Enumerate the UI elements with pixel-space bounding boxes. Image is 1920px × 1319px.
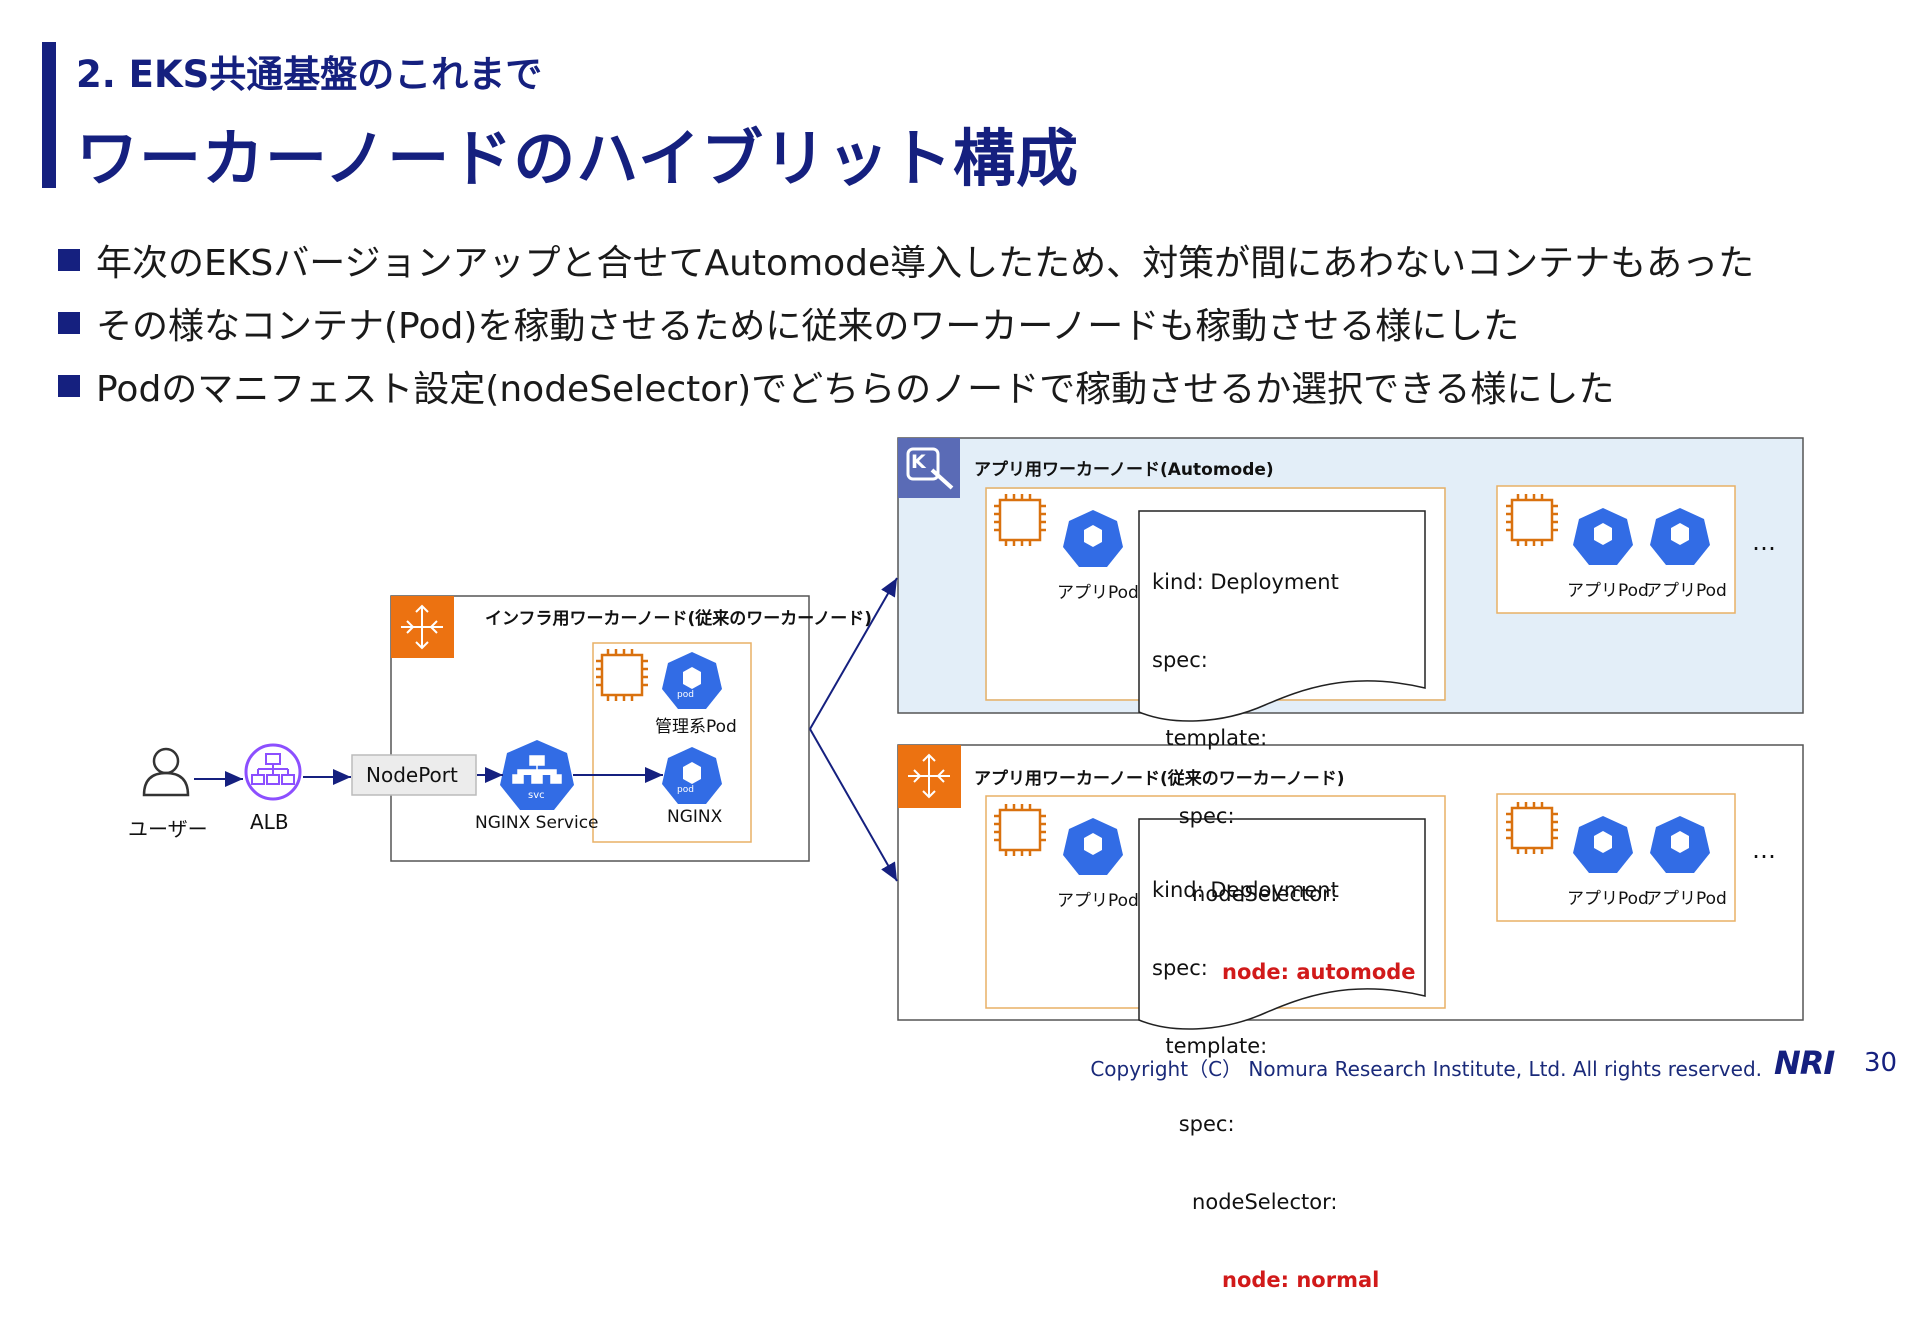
- bullet-text: 年次のEKSバージョンアップと合せてAutomode導入したため、対策が間にあわ…: [96, 243, 1755, 284]
- section-subtitle: 2. EKS共通基盤のこれまで: [76, 53, 543, 96]
- bullet-square-icon: [58, 312, 80, 334]
- infra-node-box: [390, 595, 810, 862]
- bullet-1: 年次のEKSバージョンアップと合せてAutomode導入したため、対策が間にあわ…: [58, 234, 1754, 286]
- nodeport-label: NodePort: [366, 763, 458, 787]
- chip-icon: [1506, 802, 1558, 854]
- nginx-service-icon: [500, 740, 574, 810]
- node-selector-value: node: automode: [1222, 960, 1416, 984]
- title-accent-bar: [42, 42, 56, 188]
- pod-icon-automode-1: [1063, 510, 1123, 567]
- bullet-text: その様なコンテナ(Pod)を稼動させるために従来のワーカーノードも稼動させる様に…: [96, 306, 1520, 347]
- bullet-3: Podのマニフェスト設定(nodeSelector)でどちらのノードで稼動させる…: [58, 360, 1614, 412]
- code-line: nodeSelector:: [1152, 1190, 1338, 1214]
- code-line: spec:: [1152, 956, 1208, 980]
- svc-icon-text: svc: [528, 790, 545, 801]
- node-selector-value: node: normal: [1222, 1268, 1380, 1292]
- user-icon: [142, 747, 190, 797]
- automode-app-pod-label-2: アプリPod: [1567, 581, 1649, 601]
- pod-icon-text: pod: [677, 690, 694, 700]
- automode-app-pod-label-1: アプリPod: [1057, 583, 1139, 603]
- automode-ellipsis: …: [1752, 528, 1776, 556]
- chip-icon: [994, 494, 1046, 546]
- normal-manifest-doc: [1138, 818, 1426, 1030]
- nginx-label: NGINX: [667, 807, 723, 827]
- k-icon-text: K: [911, 451, 926, 473]
- pod-icon-text: pod: [677, 785, 694, 795]
- bullet-2: その様なコンテナ(Pod)を稼動させるために従来のワーカーノードも稼動させる様に…: [58, 297, 1519, 349]
- pod-icon-nginx: [662, 747, 722, 804]
- copyright: Copyright（C） Nomura Research Institute, …: [1090, 1057, 1762, 1081]
- normal-app-pod-label-3: アプリPod: [1645, 889, 1727, 909]
- chip-icon: [1506, 494, 1558, 546]
- normal-ellipsis: …: [1752, 836, 1776, 864]
- pod-icon-normal-3: [1650, 816, 1710, 873]
- infra-node-title: インフラ用ワーカーノード(従来のワーカーノード): [485, 609, 872, 629]
- chip-icon: [994, 804, 1046, 856]
- bullet-square-icon: [58, 375, 80, 397]
- mgmt-pod-label: 管理系Pod: [655, 717, 737, 737]
- pod-icon-normal-1: [1063, 818, 1123, 875]
- automode-manifest-doc: [1138, 510, 1426, 722]
- code-line: spec:: [1152, 648, 1208, 672]
- pod-icon-automode-2: [1573, 508, 1633, 565]
- code-line: spec:: [1152, 1112, 1235, 1136]
- pod-icon-normal-2: [1573, 816, 1633, 873]
- code-line: spec:: [1152, 804, 1235, 828]
- nodeport-box: [351, 754, 477, 796]
- pod-icon-automode-3: [1650, 508, 1710, 565]
- code-line: kind: Deployment: [1152, 570, 1339, 594]
- page-number: 30: [1864, 1048, 1898, 1078]
- alb-label: ALB: [250, 810, 289, 834]
- user-label: ユーザー: [128, 817, 208, 841]
- page-title: ワーカーノードのハイブリット構成: [76, 122, 1080, 195]
- code-line: template:: [1152, 1034, 1268, 1058]
- code-line: nodeSelector:: [1152, 882, 1338, 906]
- normal-app-pod-label-1: アプリPod: [1057, 891, 1139, 911]
- nri-logo: NRI: [1774, 1044, 1835, 1082]
- pod-icon-mgmt: [662, 652, 722, 709]
- alb-icon: [244, 743, 302, 801]
- code-line: template:: [1152, 726, 1268, 750]
- bullet-square-icon: [58, 249, 80, 271]
- architecture-diagram: [142, 437, 1804, 1030]
- chip-icon: [596, 649, 648, 701]
- automode-app-pod-label-3: アプリPod: [1645, 581, 1727, 601]
- normal-node-title: アプリ用ワーカーノード(従来のワーカーノード): [974, 769, 1345, 789]
- infra-instance-box: [592, 642, 752, 843]
- automode-manifest-code: kind: Deployment spec: template: spec: n…: [1152, 517, 1416, 1011]
- automode-node-title: アプリ用ワーカーノード(Automode): [974, 460, 1274, 480]
- code-line: kind: Deployment: [1152, 878, 1339, 902]
- nginx-service-label: NGINX Service: [475, 813, 599, 833]
- bullet-text: Podのマニフェスト設定(nodeSelector)でどちらのノードで稼動させる…: [96, 369, 1615, 410]
- normal-app-pod-label-2: アプリPod: [1567, 889, 1649, 909]
